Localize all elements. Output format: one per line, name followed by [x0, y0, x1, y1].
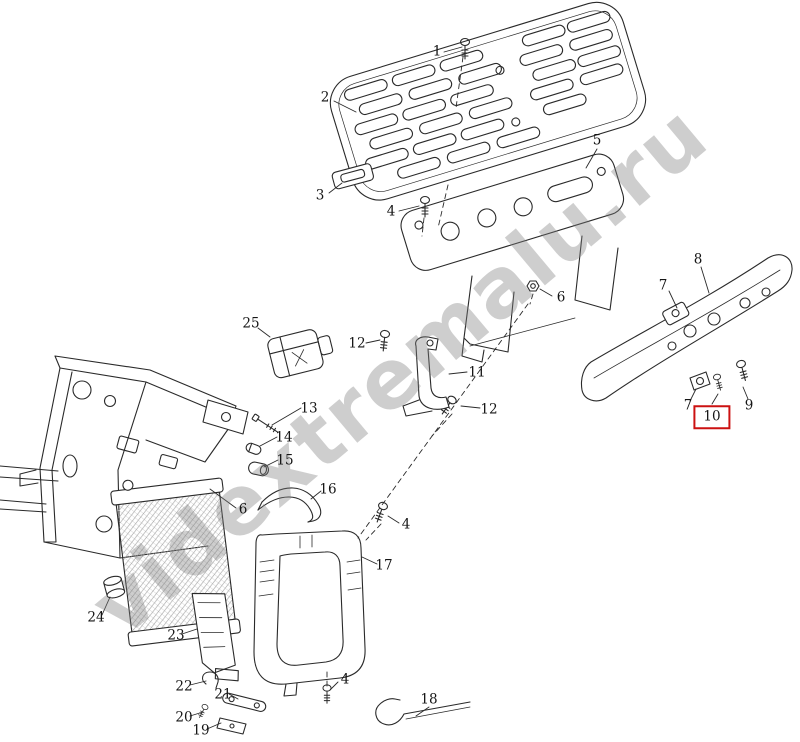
part-callout-10: 10	[693, 405, 731, 429]
assembly-dashed-lines	[326, 56, 534, 687]
part-callout-3: 3	[315, 187, 325, 204]
part-callout-14: 14	[275, 429, 293, 446]
part-callout-20: 20	[175, 709, 193, 726]
part-callout-18: 18	[420, 691, 438, 708]
part-callout-8: 8	[693, 251, 703, 268]
part-callout-17: 17	[375, 557, 393, 574]
part-rack-bracket	[331, 163, 375, 190]
part-callout-7: 7	[658, 277, 668, 294]
part-strap	[257, 487, 322, 523]
part-callout-1: 1	[432, 43, 442, 60]
part-callout-4: 4	[386, 203, 396, 220]
part-callout-25: 25	[242, 315, 260, 332]
part-bumper	[580, 254, 793, 402]
callout-leader-lines	[101, 46, 749, 730]
part-mount-plate	[400, 153, 625, 363]
part-nut-upper	[526, 280, 540, 292]
part-support-bracket	[402, 336, 450, 417]
part-storage-box	[267, 329, 334, 379]
part-callout-15: 15	[276, 452, 294, 469]
part-callout-11: 11	[468, 364, 486, 381]
part-fasteners	[196, 37, 751, 720]
part-callout-12: 12	[480, 401, 498, 418]
part-callout-16: 16	[319, 481, 337, 498]
part-callout-24: 24	[87, 609, 105, 626]
part-frame	[0, 355, 249, 559]
part-callout-2: 2	[320, 89, 330, 106]
part-callout-4: 4	[340, 671, 350, 688]
part-inner-guard	[191, 592, 239, 682]
part-bushing	[103, 575, 126, 599]
part-callout-5: 5	[592, 132, 602, 149]
part-callout-6: 6	[556, 289, 566, 306]
part-callout-21: 21	[214, 686, 232, 703]
part-callout-6: 6	[238, 501, 248, 518]
part-callout-23: 23	[167, 627, 185, 644]
part-callout-7: 7	[683, 397, 693, 414]
part-callout-22: 22	[175, 678, 193, 695]
part-callout-4: 4	[401, 516, 411, 533]
part-callout-9: 9	[744, 397, 754, 414]
part-hook-rod	[375, 698, 471, 726]
part-small-brackets	[201, 671, 267, 735]
part-front-guard	[253, 530, 366, 697]
part-callout-19: 19	[192, 722, 210, 739]
part-callout-12: 12	[348, 335, 366, 352]
part-callout-13: 13	[300, 400, 318, 417]
